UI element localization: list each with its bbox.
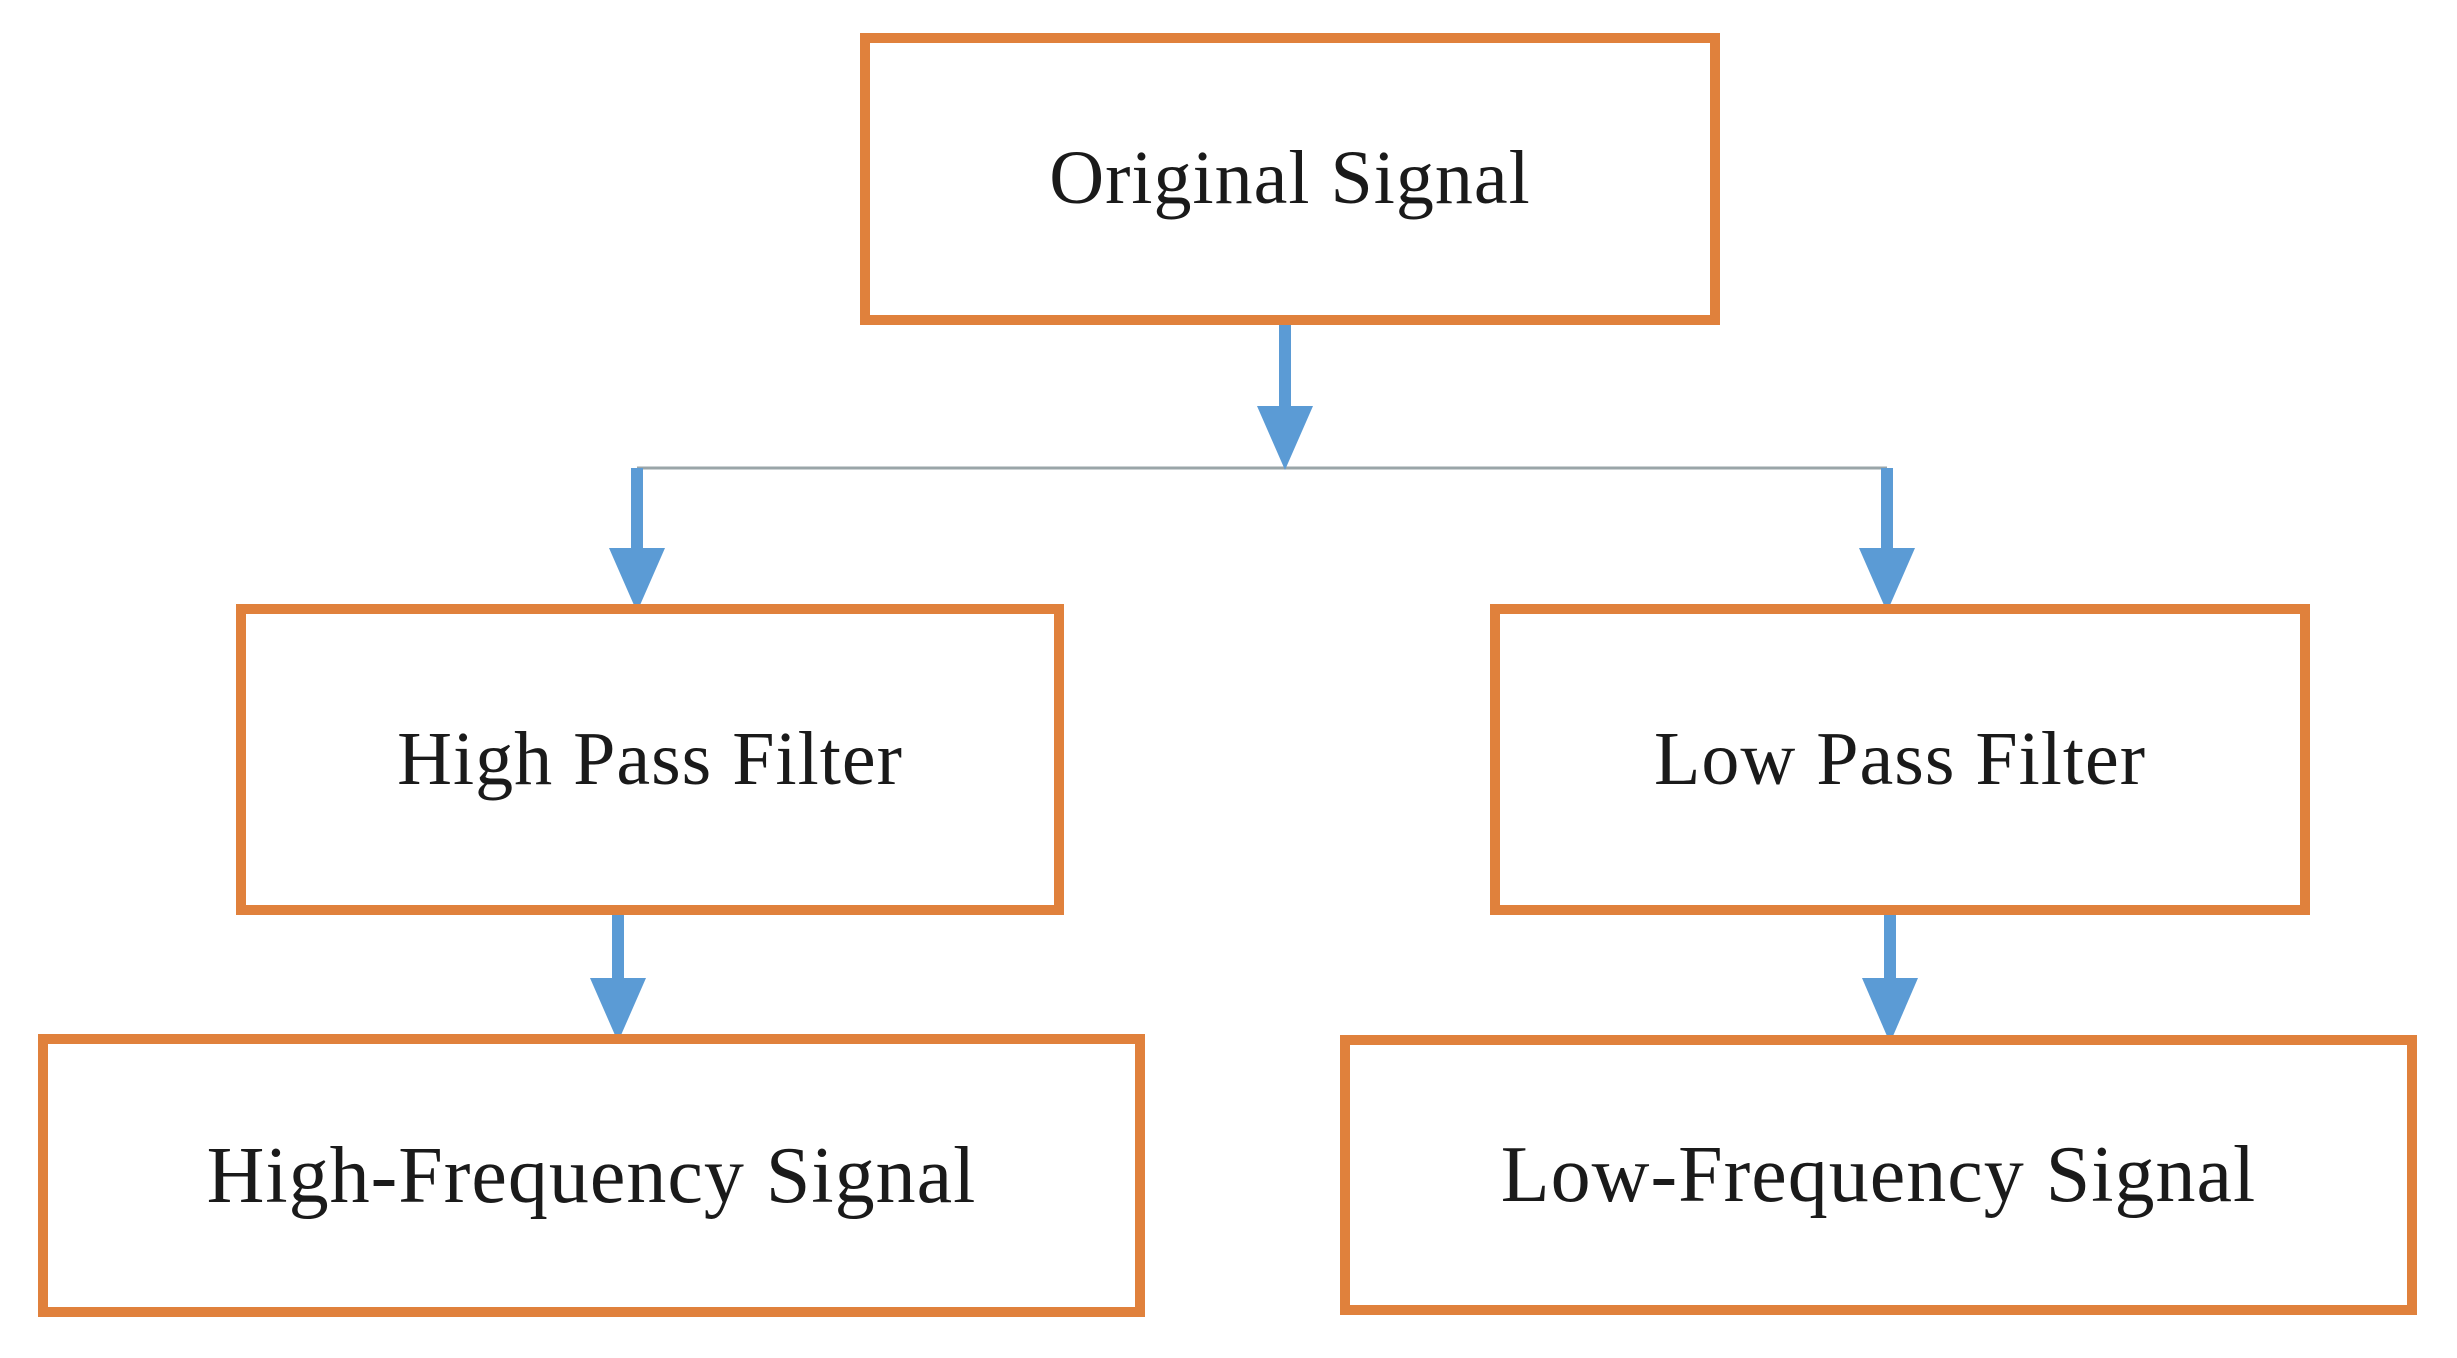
arrow-original-to-branch-icon <box>1257 325 1313 470</box>
node-label: Low-Frequency Signal <box>1500 1131 2257 1219</box>
arrow-high-pass-to-high-freq-icon <box>590 915 646 1042</box>
node-original-signal: Original Signal <box>860 33 1720 325</box>
node-label: High-Frequency Signal <box>206 1131 977 1220</box>
arrow-branch-to-high-pass-icon <box>609 468 665 612</box>
node-low-pass-filter: Low Pass Filter <box>1490 604 2310 915</box>
node-high-frequency-signal: High-Frequency Signal <box>38 1034 1145 1317</box>
node-high-pass-filter: High Pass Filter <box>236 604 1064 915</box>
arrow-low-pass-to-low-freq-icon <box>1862 915 1918 1043</box>
node-low-frequency-signal: Low-Frequency Signal <box>1340 1035 2417 1315</box>
arrow-branch-to-low-pass-icon <box>1859 468 1915 612</box>
node-label: High Pass Filter <box>397 716 903 801</box>
node-label: Low Pass Filter <box>1653 716 2147 801</box>
node-label: Original Signal <box>1049 136 1531 221</box>
